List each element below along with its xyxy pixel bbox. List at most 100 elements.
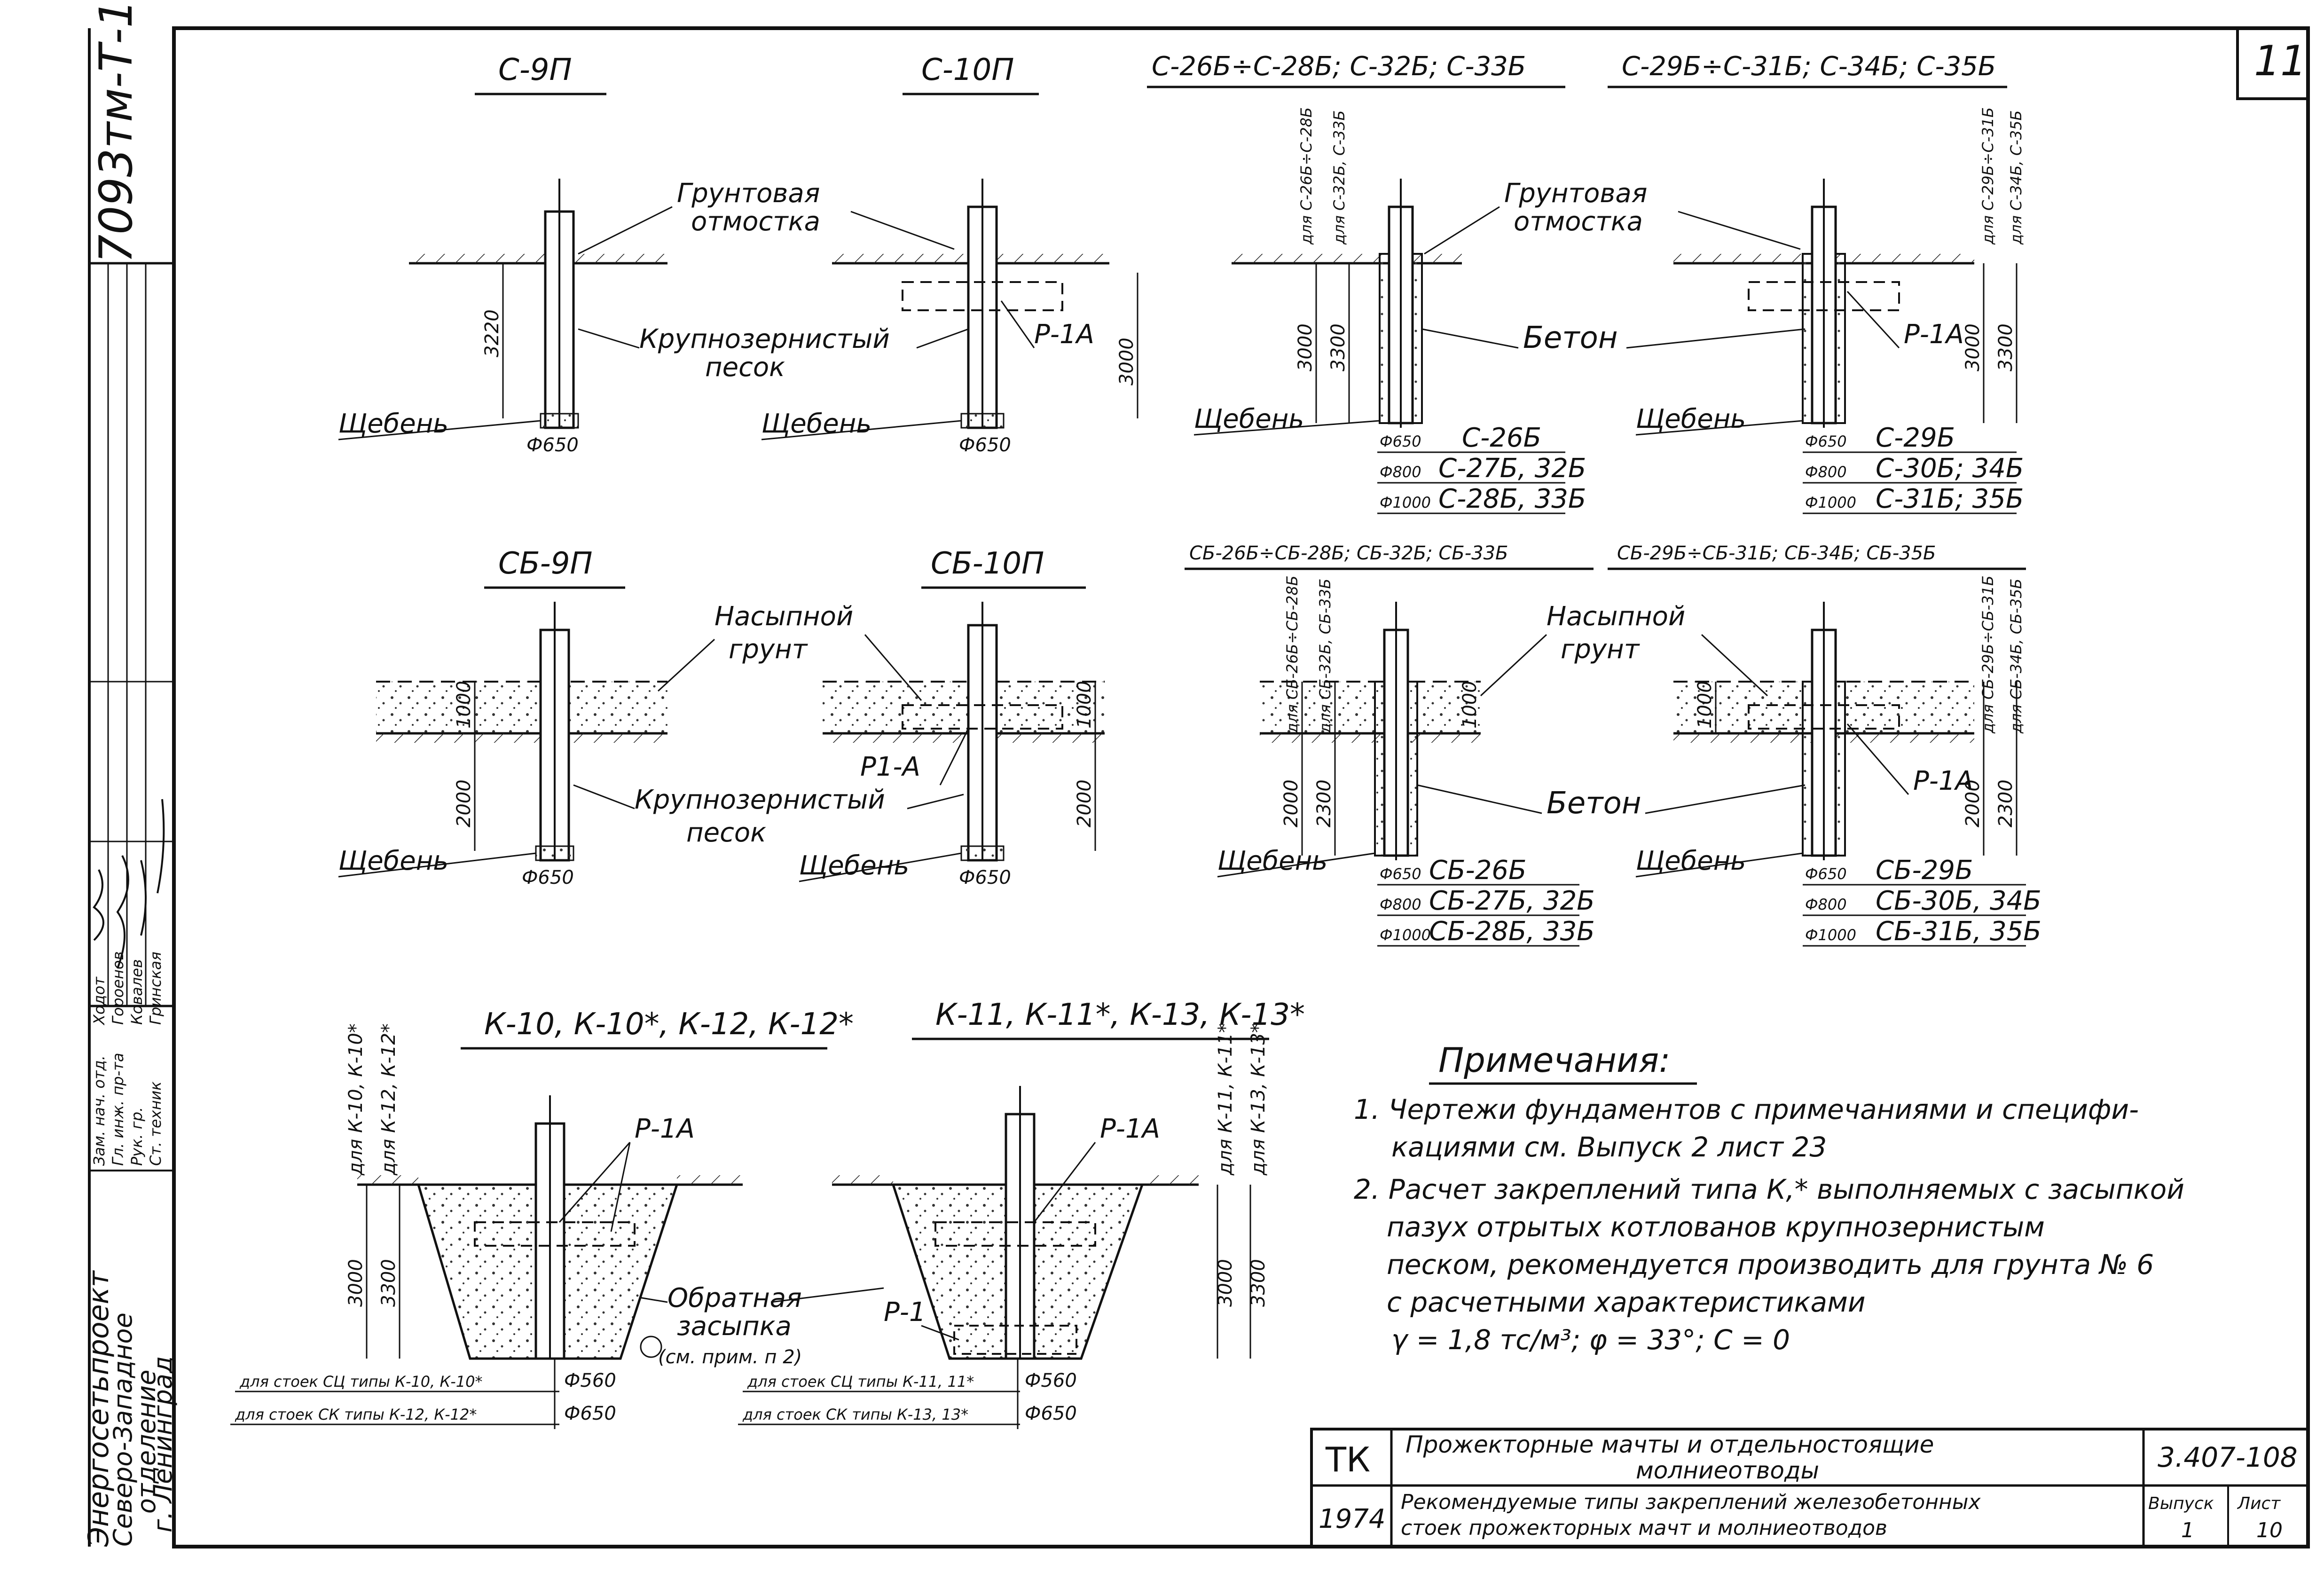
dim-1000: 1000 xyxy=(1459,681,1481,729)
backfill-label-1: Обратная xyxy=(667,1283,802,1313)
vertical-note: для К-13, К-13* xyxy=(1248,1023,1269,1176)
leader xyxy=(1424,206,1500,255)
p1a-label: Р-1А xyxy=(1034,319,1094,350)
ground-hatch xyxy=(409,254,667,263)
leader xyxy=(1217,852,1375,878)
dia-type: СБ-26Б xyxy=(1429,855,1526,886)
concrete-label: Бетон xyxy=(1523,321,1618,355)
gravel-base xyxy=(535,845,574,861)
sand-label-2: песок xyxy=(705,352,785,383)
vertical-note: для СБ-26Б÷СБ-28Б xyxy=(1283,575,1301,734)
p1a-label: Р-1А xyxy=(1904,319,1964,350)
signer-name: Ходот xyxy=(90,976,108,1026)
sheet-number-box xyxy=(2236,27,2309,100)
vertical-note: для СБ-29Б÷СБ-31Б xyxy=(1979,575,1997,734)
diameter-table: Ф650 СБ-26Б Ф800 СБ-27Б, 32Б Ф1000 СБ-28… xyxy=(1377,855,1595,947)
diameter-label: Ф650 xyxy=(959,867,1011,888)
vertical-note: для СБ-34Б, СБ-35Б xyxy=(2007,579,2025,734)
dia-type: СБ-29Б xyxy=(1876,855,1973,886)
k-note: для стоек СК типы К-13, 13* xyxy=(742,1406,968,1423)
ground-hatch xyxy=(677,1175,743,1185)
section-title: СБ-26Б÷СБ-28Б; СБ-32Б; СБ-33Б xyxy=(1189,542,1508,564)
crossbar xyxy=(474,1221,636,1247)
tb-line2a: Рекомендуемые типы закреплений железобет… xyxy=(1401,1490,1981,1514)
diagram-sb10p: Р1-А 1000 2000 Щебень Ф650 xyxy=(799,602,1105,888)
gravel-label: Щебень xyxy=(338,846,448,876)
signer-name: Гороенов xyxy=(109,951,127,1025)
dia-value: Ф650 xyxy=(1805,432,1847,450)
fill-label-2: грунт xyxy=(729,634,808,665)
vertical-note: для С-26Б÷С-28Б xyxy=(1297,107,1315,245)
title-block: ТК 1974 Прожекторные мачты и отдельносто… xyxy=(1310,1428,2309,1548)
org-branch: Северо-Западное xyxy=(108,1313,138,1547)
dim-3220: 3220 xyxy=(481,309,503,357)
labels-row3-middle: Обратная засыпка (см. прим. п 2) xyxy=(639,1283,884,1368)
gravel-base xyxy=(960,413,1005,429)
side-label: 7093тм-Т-11 xyxy=(90,0,142,263)
sheet-number: 11 xyxy=(2254,37,2307,85)
backfill-ref: (см. прим. п 2) xyxy=(658,1346,802,1368)
leader xyxy=(939,728,969,786)
labels-row1-right: Грунтовая отмостка Бетон xyxy=(1421,178,1806,355)
ground-hatch xyxy=(1232,254,1462,263)
section-title: СБ-10П xyxy=(931,546,1044,581)
diagram-c26: 3000 3300 для С-26Б÷С-28Б для С-32Б, С-3… xyxy=(1193,107,1586,514)
dim-1000: 1000 xyxy=(1074,681,1095,729)
labels-row1-left: Грунтовая отмостка Крупнозернистый песок xyxy=(578,178,969,383)
ground-hatch xyxy=(376,733,667,743)
leader xyxy=(1033,1142,1096,1223)
org-dept: отделение xyxy=(132,1370,161,1514)
tb-tk: ТК xyxy=(1325,1440,1370,1479)
tb-list: 10 xyxy=(2256,1518,2283,1542)
dia-type: СБ-30Б, 34Б xyxy=(1876,886,2041,916)
leader xyxy=(907,794,964,810)
ground-hatch xyxy=(1142,1175,1199,1185)
crossbar xyxy=(1748,704,1900,730)
dia-value: Ф800 xyxy=(1380,463,1421,481)
dim-2000: 2000 xyxy=(453,779,475,827)
diameter-label: Ф650 xyxy=(526,434,579,456)
leader xyxy=(921,1325,959,1341)
dia-type: СБ-31Б, 35Б xyxy=(1876,916,2041,947)
leader xyxy=(1000,300,1035,348)
dim-2000: 2000 xyxy=(1280,779,1302,827)
vertical-note: для К-10, К-10* xyxy=(345,1023,367,1176)
dia-value: Ф650 xyxy=(1380,865,1421,883)
dim-3300: 3300 xyxy=(1248,1259,1269,1307)
section-title: С-9П xyxy=(498,53,572,87)
fill-layer xyxy=(823,682,1105,733)
section-title: СБ-29Б÷СБ-31Б; СБ-34Б; СБ-35Б xyxy=(1617,542,1936,564)
diameter-label: Ф560 xyxy=(564,1370,616,1391)
otmostka-label-2: отмостка xyxy=(691,206,820,237)
dia-value: Ф1000 xyxy=(1805,494,1856,511)
leader xyxy=(578,328,640,349)
section-title: К-10, К-10*, К-12, К-12* xyxy=(484,1007,854,1042)
dim-2300: 2300 xyxy=(1313,779,1335,827)
leader xyxy=(558,1142,631,1223)
notes-block: Примечания: 1. Чертежи фундаментов с при… xyxy=(1354,1040,2184,1356)
vertical-note: для С-32Б, С-33Б xyxy=(1330,110,1348,245)
leader xyxy=(610,1142,631,1232)
diameter-label: Ф650 xyxy=(959,434,1011,456)
org-city: г. Ленинград xyxy=(148,1356,178,1533)
dim-3000: 3000 xyxy=(1215,1259,1236,1307)
diagram-k11: Р-1А Р-1 3000 3300 для К-11, К-11* для К… xyxy=(738,1023,1269,1429)
section-title: С-10П xyxy=(921,53,1014,87)
otmostka-label-1: Грунтовая xyxy=(1504,178,1647,209)
tb-line1b: молниеотводы xyxy=(1636,1457,1819,1484)
vertical-note: для С-29Б÷С-31Б xyxy=(1979,107,1997,245)
leader xyxy=(1421,328,1519,349)
dia-value: Ф1000 xyxy=(1380,926,1431,944)
sheet-frame xyxy=(172,26,2310,1548)
dia-type: С-27Б, 32Б xyxy=(1438,453,1586,484)
diagram-sb29: Р-1А 1000 2000 2300 для СБ-29Б÷СБ-31Б дл… xyxy=(1635,575,2041,947)
leader xyxy=(1626,328,1806,349)
dim-1000: 1000 xyxy=(453,681,475,729)
tb-list-label: Лист xyxy=(2237,1494,2281,1513)
gravel-label: Щебень xyxy=(1636,846,1746,876)
section-titles: С-9П С-10П С-26Б÷С-28Б; С-32Б; С-33Б С-2… xyxy=(461,51,2026,1050)
leader xyxy=(1645,784,1806,814)
k-note: для стоек СК типы К-12, К-12* xyxy=(235,1406,477,1423)
org-block: Энергосетьпроект Северо-Западное отделен… xyxy=(82,1270,178,1547)
leader xyxy=(338,852,536,878)
